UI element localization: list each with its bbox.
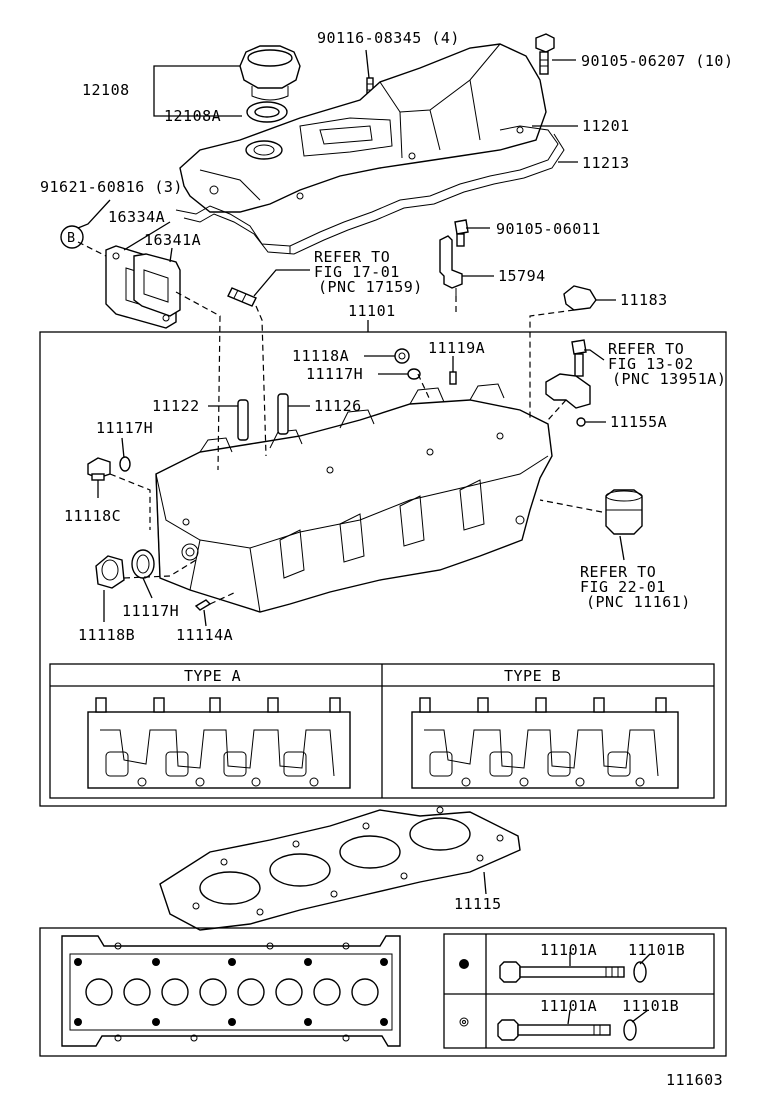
- cup-plug: [605, 489, 643, 535]
- label-11101A-1: 11101A: [540, 941, 597, 959]
- cylinder-head-assembly-box: [39, 331, 727, 807]
- gasket-11117H-bottom: [131, 549, 155, 579]
- label-11213: 11213: [582, 154, 630, 172]
- sensor-bolt: [454, 219, 469, 247]
- refer-22-01-line2: FIG 22-01: [580, 578, 666, 596]
- label-type-a: TYPE A: [184, 667, 241, 685]
- label-11115: 11115: [454, 895, 502, 913]
- type-a-head-view: [87, 697, 351, 789]
- label-90105-06011: 90105-06011: [496, 220, 601, 238]
- b-marker: [60, 225, 84, 249]
- refer-17-01-line3: (PNC 17159): [318, 278, 423, 296]
- long-bolt-2: [497, 1019, 611, 1041]
- plug-11118B: [95, 555, 125, 589]
- refer-13-02-line1: REFER TO: [608, 340, 684, 358]
- label-16341A: 16341A: [144, 231, 201, 249]
- open-dot-center: [462, 1020, 466, 1024]
- label-11117H-left: 11117H: [96, 419, 153, 437]
- label-12108: 12108: [82, 81, 130, 99]
- label-90116-08345: 90116-08345 (4): [317, 29, 460, 47]
- bolt-legend-table: [443, 933, 715, 1049]
- pin-11155A: [576, 417, 586, 427]
- label-11183: 11183: [620, 291, 668, 309]
- label-11117H-bottom: 11117H: [122, 602, 179, 620]
- valve-guide-11126: [277, 393, 289, 435]
- label-11122: 11122: [152, 397, 200, 415]
- label-11118C: 11118C: [64, 507, 121, 525]
- pin-11119A: [449, 371, 457, 385]
- label-11117H-top: 11117H: [306, 365, 363, 383]
- bearing-cap: [545, 373, 591, 409]
- label-12108A: 12108A: [164, 107, 221, 125]
- label-91621-60816: 91621-60816 (3): [40, 178, 183, 196]
- cap-gasket: [246, 101, 288, 123]
- bolt-pattern-box: [39, 927, 727, 1057]
- dashed-leaders: [77, 241, 603, 605]
- refer-22-01-line3: (PNC 11161): [586, 593, 691, 611]
- cylinder-head-cover: [179, 43, 547, 213]
- refer-17-01-line2: FIG 17-01: [314, 263, 400, 281]
- plug-11118A: [394, 348, 410, 364]
- label-11101: 11101: [348, 302, 396, 320]
- sensor-bracket: [439, 235, 463, 296]
- cover-gasket: [175, 125, 565, 255]
- bearing-cap-bolt: [571, 339, 587, 377]
- cylinder-head: [155, 383, 553, 613]
- figure-number: 111603: [666, 1071, 723, 1089]
- filled-dot-symbol: [459, 959, 469, 969]
- refer-13-02-line3: (PNC 13951A): [612, 370, 726, 388]
- label-11119A: 11119A: [428, 339, 485, 357]
- label-16334A: 16334A: [108, 208, 165, 226]
- label-11126: 11126: [314, 397, 362, 415]
- label-type-b: TYPE B: [504, 667, 561, 685]
- type-b-head-view: [411, 697, 679, 789]
- pin-11114A: [194, 599, 212, 611]
- label-11118B: 11118B: [78, 626, 135, 644]
- label-90105-06207: 90105-06207 (10): [581, 52, 734, 70]
- refer-13-02-line2: FIG 13-02: [608, 355, 694, 373]
- label-11101B-1: 11101B: [628, 941, 685, 959]
- label-15794: 15794: [498, 267, 546, 285]
- washer-2: [623, 1019, 637, 1041]
- label-11101B-2: 11101B: [622, 997, 679, 1015]
- oil-filler-cap: [239, 45, 301, 101]
- washer-1: [633, 961, 647, 983]
- b-marker-letter: B: [67, 230, 75, 246]
- valve-guide-11122: [237, 399, 249, 441]
- label-11114A: 11114A: [176, 626, 233, 644]
- type-inset: [49, 663, 715, 799]
- end-plug: [563, 285, 597, 311]
- label-11155A: 11155A: [610, 413, 667, 431]
- refer-17-01-line1: REFER TO: [314, 248, 390, 266]
- label-11118A: 11118A: [292, 347, 349, 365]
- center-stud: [227, 287, 257, 307]
- plate-gasket: [133, 253, 181, 317]
- label-11101A-2: 11101A: [540, 997, 597, 1015]
- head-gasket: [159, 806, 521, 931]
- long-bolt-1: [499, 961, 625, 983]
- gasket-11117H-left: [119, 456, 131, 472]
- refer-22-01-line1: REFER TO: [580, 563, 656, 581]
- cover-bolt: [535, 33, 555, 75]
- open-dot-symbol: [459, 1017, 469, 1027]
- plug-11118C: [87, 457, 111, 481]
- head-bolt-pattern: [61, 935, 401, 1047]
- label-11201: 11201: [582, 117, 630, 135]
- leader-lines: [77, 49, 651, 1025]
